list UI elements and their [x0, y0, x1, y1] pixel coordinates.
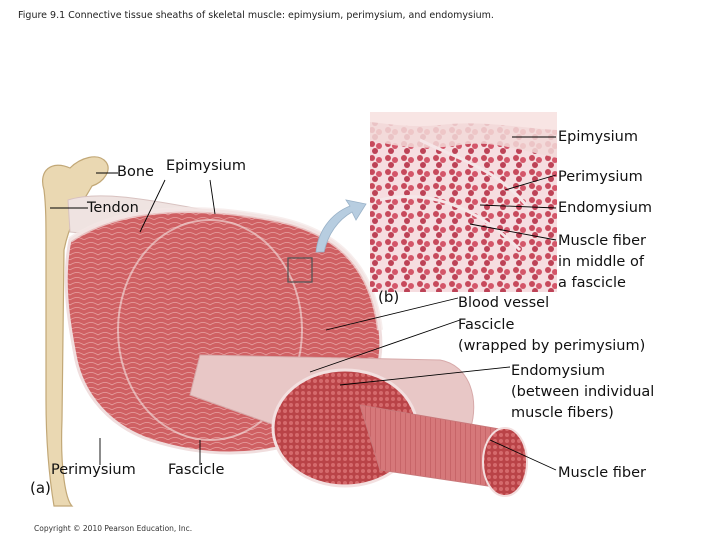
label-fascicle-wrapped-line1: Fascicle — [458, 317, 515, 333]
label-epimysium-b: Epimysium — [558, 129, 638, 145]
label-muscle-fiber-middle: Muscle fiber in middle of a fascicle — [558, 231, 646, 294]
label-muscle-fiber-middle-line3: a fascicle — [558, 275, 626, 291]
label-epimysium-a: Epimysium — [166, 158, 246, 174]
label-fascicle-a: Fascicle — [168, 462, 225, 478]
label-perimysium-b: Perimysium — [558, 169, 643, 185]
label-tendon: Tendon — [87, 200, 139, 216]
copyright-notice: Copyright © 2010 Pearson Education, Inc. — [34, 524, 193, 533]
label-blood-vessel: Blood vessel — [458, 295, 550, 311]
label-muscle-fiber-middle-line2: in middle of — [558, 254, 644, 270]
label-endomysium-between-line1: Endomysium — [511, 363, 606, 379]
panel-label-b: (b) — [378, 288, 400, 306]
label-endomysium-between: Endomysium (between individual muscle fi… — [511, 361, 654, 424]
label-muscle-fiber-middle-line1: Muscle fiber — [558, 233, 647, 249]
label-bone: Bone — [117, 164, 154, 180]
label-endomysium-between-line2: (between individual — [511, 384, 655, 400]
figure-caption: Figure 9.1 Connective tissue sheaths of … — [18, 10, 494, 21]
label-endomysium-between-line3: muscle fibers) — [511, 405, 614, 421]
zoom-box — [287, 257, 313, 283]
zoom-arrow — [315, 199, 367, 253]
label-endomysium-b: Endomysium — [558, 200, 653, 216]
panel-label-a: (a) — [30, 479, 51, 497]
micrograph — [370, 112, 557, 292]
label-fascicle-wrapped: Fascicle (wrapped by perimysium) — [458, 315, 645, 357]
label-muscle-fiber: Muscle fiber — [558, 465, 647, 481]
bone-shape — [42, 156, 109, 507]
label-fascicle-wrapped-line2: (wrapped by perimysium) — [458, 338, 646, 354]
leader-lines — [50, 136, 557, 471]
label-perimysium-a: Perimysium — [51, 462, 136, 478]
